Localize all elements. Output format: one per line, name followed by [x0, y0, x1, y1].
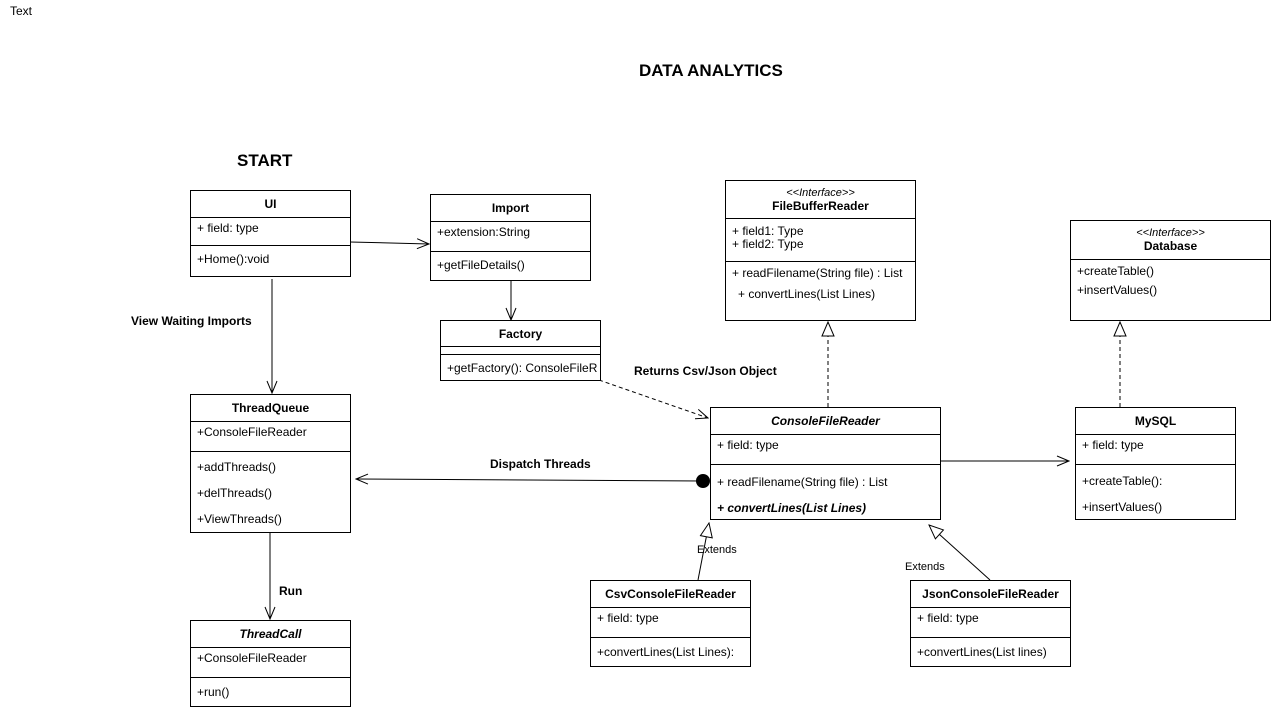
method: +convertLines(List lines): [917, 645, 1047, 659]
fields-section: +ConsoleFileReader: [191, 422, 350, 452]
returns-object-label: Returns Csv/Json Object: [634, 364, 777, 378]
methods-section: +createTable() +insertValues(): [1071, 260, 1270, 301]
json-extends-label: Extends: [905, 561, 945, 573]
method: +run(): [197, 685, 230, 699]
class-name: ConsoleFileReader: [771, 414, 880, 428]
class-name: FileBufferReader: [772, 198, 869, 213]
method: +insertValues(): [1077, 283, 1158, 297]
methods-section: + readFilename(String file) : List + con…: [726, 262, 915, 305]
class-name: JsonConsoleFileReader: [911, 581, 1070, 608]
consolefilereader-threadqueue-dispatch: [356, 479, 704, 481]
start-label: START: [237, 151, 293, 170]
methods-section: +Home():void: [191, 246, 350, 270]
method: +Home():void: [197, 252, 270, 266]
view-waiting-imports-label: View Waiting Imports: [131, 314, 252, 328]
methods-section: +createTable(): +insertValues(): [1076, 465, 1235, 518]
class-csvconsolefilereader[interactable]: CsvConsoleFileReader + field: type +conv…: [590, 580, 751, 667]
field: + field: type: [597, 611, 659, 625]
class-header: ConsoleFileReader: [711, 408, 940, 435]
interface-database[interactable]: <<Interface>> Database +createTable() +i…: [1070, 220, 1271, 321]
fields-section: + field: type: [591, 608, 750, 638]
json-extends-generalization: [929, 525, 991, 581]
method: +convertLines(List Lines):: [597, 645, 735, 659]
field: + field: type: [197, 221, 259, 235]
class-factory[interactable]: Factory +getFactory(): ConsoleFileR: [440, 320, 601, 381]
stereotype: <<Interface>>: [786, 186, 855, 199]
run-label: Run: [279, 584, 303, 598]
field: + field: type: [717, 438, 779, 452]
method: +addThreads(): [197, 460, 277, 474]
class-name: ThreadCall: [239, 627, 302, 641]
class-jsonconsolefilereader[interactable]: JsonConsoleFileReader + field: type +con…: [910, 580, 1071, 667]
field: + field1: Type: [732, 224, 804, 238]
method: +ViewThreads(): [197, 512, 282, 526]
methods-section: +getFactory(): ConsoleFileR: [441, 355, 600, 379]
canvas-text-label: Text: [10, 4, 33, 18]
fields-section: + field: type: [1076, 435, 1235, 465]
method: +createTable():: [1082, 474, 1163, 488]
fields-section: +extension:String: [431, 222, 590, 252]
methods-section: +run(): [191, 678, 350, 703]
diagram-title: DATA ANALYTICS: [639, 61, 783, 80]
dispatch-threads-label: Dispatch Threads: [490, 457, 591, 471]
method: + convertLines(List Lines): [738, 287, 876, 301]
class-threadcall[interactable]: ThreadCall +ConsoleFileReader +run(): [190, 620, 351, 707]
class-name: Factory: [441, 321, 600, 347]
ui-import-association: [349, 242, 429, 244]
methods-section: + readFilename(String file) : List + con…: [711, 465, 940, 519]
field: +ConsoleFileReader: [197, 425, 307, 439]
class-consolefilereader[interactable]: ConsoleFileReader + field: type + readFi…: [710, 407, 941, 520]
method: +delThreads(): [197, 486, 273, 500]
class-import[interactable]: Import +extension:String +getFileDetails…: [430, 194, 591, 281]
field: + field2: Type: [732, 237, 804, 251]
factory-consolefilereader-dependency: [598, 379, 708, 418]
class-name: CsvConsoleFileReader: [591, 581, 750, 608]
field: + field: type: [1082, 438, 1144, 452]
class-mysql[interactable]: MySQL + field: type +createTable(): +ins…: [1075, 407, 1236, 520]
class-name: MySQL: [1076, 408, 1235, 435]
methods-section: +addThreads() +delThreads() +ViewThreads…: [191, 452, 350, 530]
class-name: Database: [1143, 239, 1198, 253]
method: + readFilename(String file) : List: [732, 266, 903, 280]
class-name: UI: [191, 191, 350, 218]
class-name: ThreadQueue: [191, 395, 350, 422]
methods-section: +getFileDetails(): [431, 252, 590, 276]
method: +insertValues(): [1082, 500, 1163, 514]
class-header: <<Interface>> Database: [1071, 221, 1270, 260]
field: +extension:String: [437, 225, 531, 239]
method: +getFactory(): ConsoleFileR: [447, 361, 598, 375]
method: +createTable(): [1077, 264, 1155, 278]
fields-section: + field: type: [191, 218, 350, 246]
field: +ConsoleFileReader: [197, 651, 307, 665]
dispatch-origin-dot: [696, 474, 710, 488]
fields-section: + field1: Type + field2: Type: [726, 219, 915, 262]
method: + readFilename(String file) : List: [717, 475, 888, 489]
abstract-method: + convertLines(List Lines): [717, 501, 867, 515]
methods-section: +convertLines(List Lines):: [591, 638, 750, 663]
csv-extends-generalization: [697, 523, 709, 581]
fields-section: + field: type: [711, 435, 940, 465]
class-ui[interactable]: UI + field: type +Home():void: [190, 190, 351, 277]
methods-section: +convertLines(List lines): [911, 638, 1070, 663]
class-header: <<Interface>> FileBufferReader: [726, 181, 915, 219]
csv-extends-label: Extends: [697, 544, 737, 556]
fields-section: + field: type: [911, 608, 1070, 638]
fields-section: [441, 347, 600, 355]
stereotype: <<Interface>>: [1136, 227, 1205, 239]
class-threadqueue[interactable]: ThreadQueue +ConsoleFileReader +addThrea…: [190, 394, 351, 533]
class-header: ThreadCall: [191, 621, 350, 648]
interface-filebufferreader[interactable]: <<Interface>> FileBufferReader + field1:…: [725, 180, 916, 321]
method: +getFileDetails(): [437, 258, 525, 272]
field: + field: type: [917, 611, 979, 625]
class-name: Import: [431, 195, 590, 222]
fields-section: +ConsoleFileReader: [191, 648, 350, 678]
